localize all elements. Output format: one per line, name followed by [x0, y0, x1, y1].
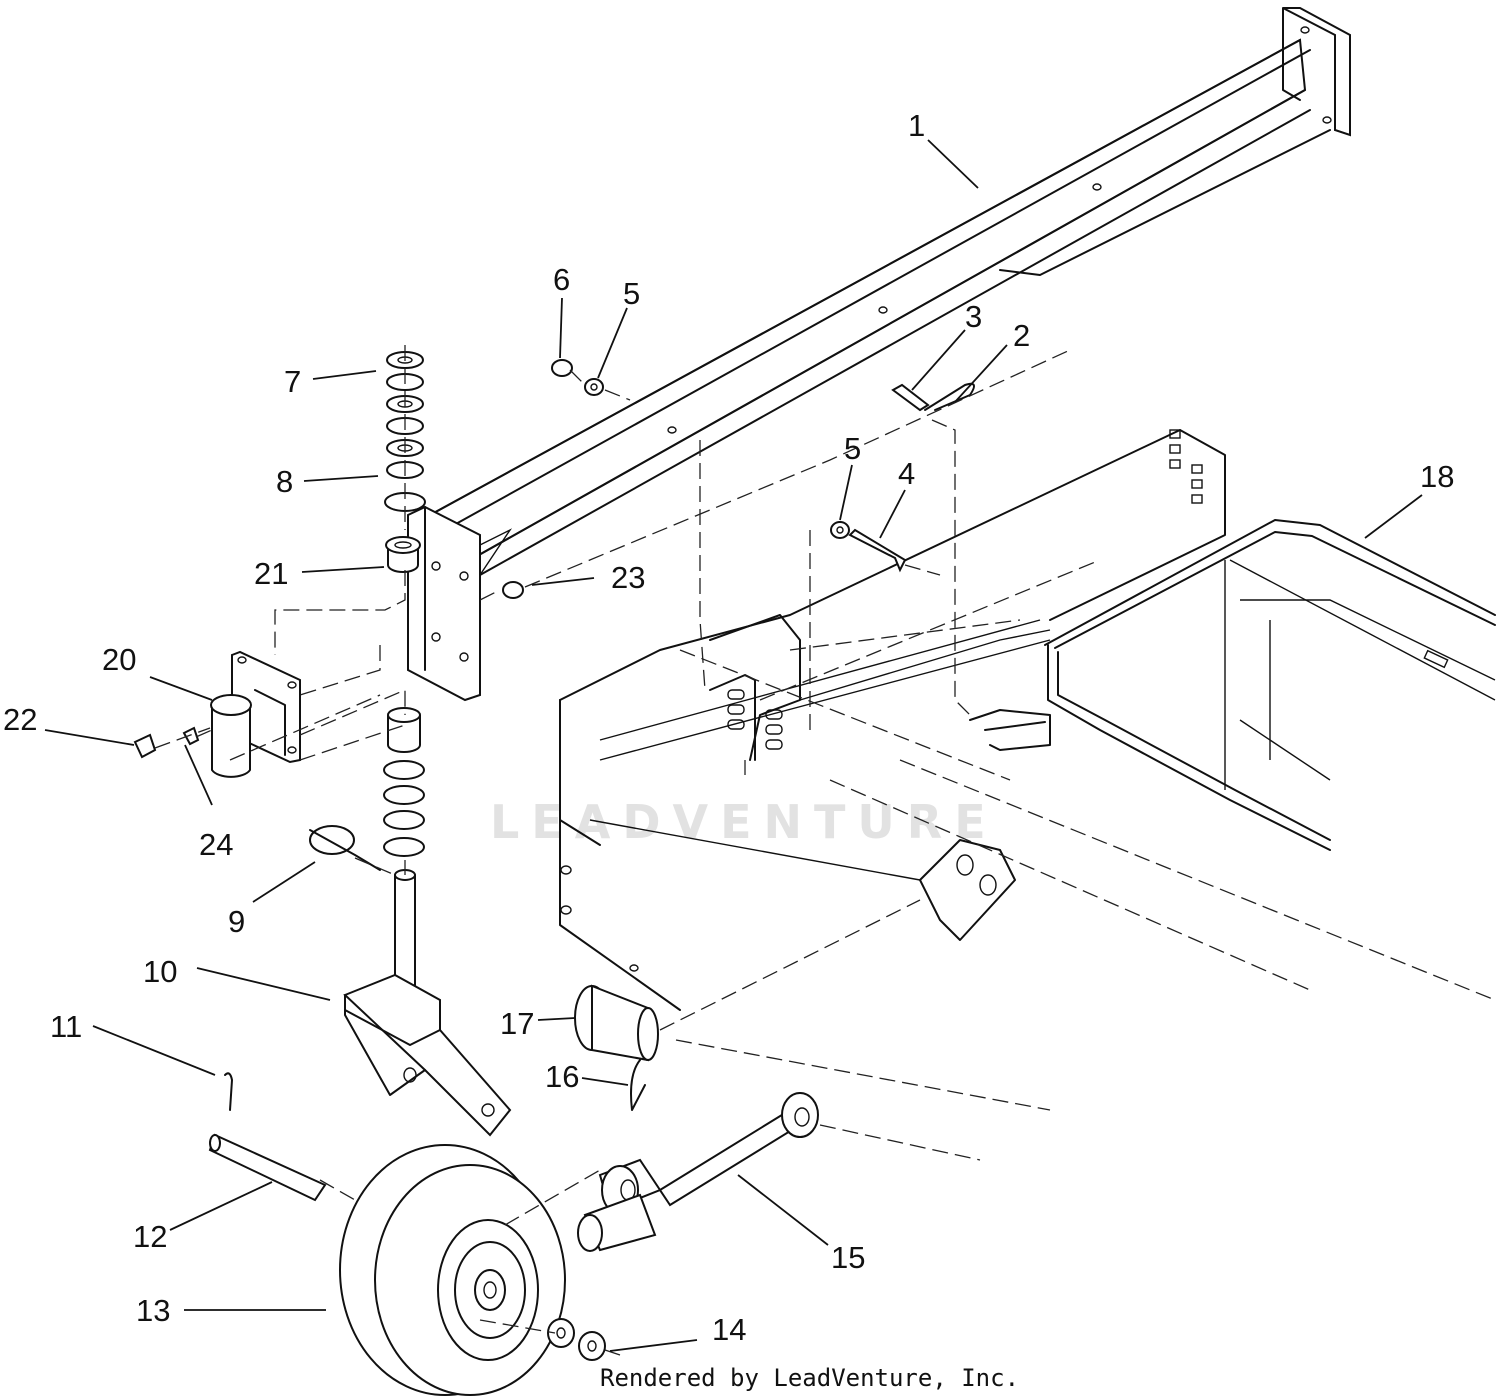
callout-18: 18: [1420, 459, 1454, 494]
part-3-pin: [891, 383, 930, 412]
part-10-caster-fork: [343, 869, 512, 1137]
callout-14: 14: [712, 1312, 746, 1347]
callout-6: 6: [553, 262, 570, 297]
callout-20: 20: [102, 642, 136, 677]
callout-1: 1: [908, 108, 925, 143]
callouts: 1 2 3 4 5 5 6 7 8 9 10 11 12 13 14 15 16…: [3, 108, 1454, 1347]
callout-15: 15: [831, 1240, 865, 1275]
callout-24: 24: [199, 827, 233, 862]
deck-housing: [559, 429, 1226, 1011]
part-11-cotter-pin: [224, 1072, 233, 1111]
callout-5b: 5: [844, 431, 861, 466]
callout-8: 8: [276, 464, 293, 499]
part-23-nut: [502, 581, 524, 599]
callout-2: 2: [1013, 318, 1030, 353]
part-24-grease-fitting: [182, 726, 200, 746]
callout-13: 13: [136, 1293, 170, 1328]
callout-3: 3: [965, 299, 982, 334]
leader-lines: [44, 139, 1423, 1352]
part-21-bushing: [385, 536, 421, 573]
callout-10: 10: [143, 954, 177, 989]
callout-4: 4: [898, 456, 915, 491]
part-13-wheel: [339, 1144, 566, 1396]
part-5-washer-top: [584, 378, 604, 396]
part-22-bolt: [133, 733, 157, 759]
callout-12: 12: [133, 1219, 167, 1254]
part-14-washers: [547, 1318, 606, 1361]
callout-7: 7: [284, 364, 301, 399]
render-credit: Rendered by LeadVenture, Inc.: [600, 1364, 1019, 1392]
callout-9: 9: [228, 904, 245, 939]
part-6-nut: [551, 359, 573, 377]
part-12-axle: [208, 1133, 327, 1202]
callout-21: 21: [254, 556, 288, 591]
callout-23: 23: [611, 560, 645, 595]
part-18-bumper: [1044, 519, 1496, 851]
part-9-lynch-pin: [309, 825, 381, 871]
part-17-clevis-pin: [574, 984, 659, 1062]
part-16-hairpin: [630, 1059, 646, 1111]
callout-5a: 5: [623, 276, 640, 311]
assembly-lines: [154, 345, 1496, 1356]
part-20-caster-mount: [210, 650, 301, 778]
part-2-hairpin: [924, 382, 975, 411]
callout-17: 17: [500, 1006, 534, 1041]
watermark: LEADVENTURE: [490, 795, 998, 849]
part-4-bolt: [848, 528, 907, 573]
part-5-washer-right: [830, 521, 850, 539]
part-15-caster-arm: [577, 1092, 819, 1252]
callout-11: 11: [50, 1009, 82, 1044]
callout-22: 22: [3, 702, 37, 737]
callout-16: 16: [545, 1059, 579, 1094]
parts-spacer-stack-bottom: [383, 707, 425, 857]
part-1-frame-tube: [407, 7, 1351, 702]
